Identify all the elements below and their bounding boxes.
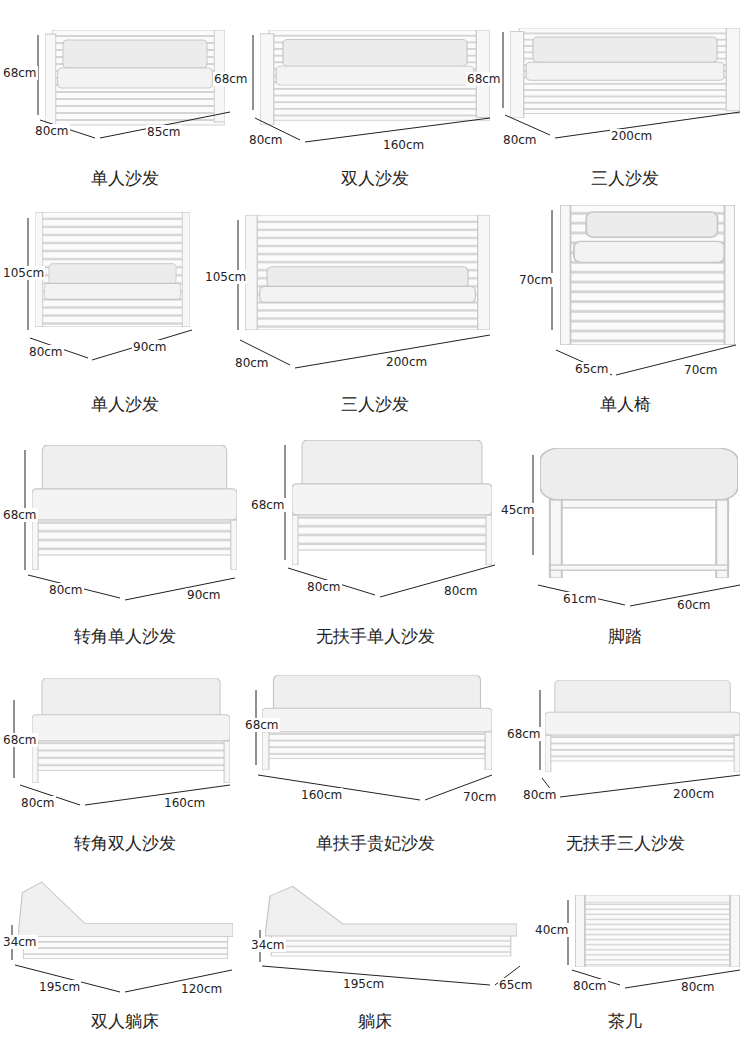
high-triple-sofa — [245, 215, 490, 330]
product-name: 躺床 — [358, 1010, 392, 1032]
chaise-sofa — [262, 675, 492, 770]
dimension-label: 68cm — [213, 72, 249, 86]
corner-sofa — [32, 445, 237, 570]
double-lounger — [18, 882, 233, 959]
dimension-label: 34cm — [2, 935, 38, 949]
dimension-label: 68cm — [250, 498, 286, 512]
dimension-label: 68cm — [466, 72, 502, 86]
high-single-sofa — [35, 212, 190, 327]
dimension-label: 80cm — [234, 356, 270, 370]
dimension-label: 80cm — [20, 796, 56, 810]
dimension-label: 68cm — [506, 727, 542, 741]
single-sofa — [45, 30, 225, 130]
armchair — [560, 205, 735, 345]
product-name: 双人躺床 — [91, 1010, 159, 1032]
product-name: 双人沙发 — [341, 167, 409, 189]
dimension-label: 160cm — [163, 796, 206, 810]
dimension-label: 68cm — [244, 718, 280, 732]
armless-triple-sofa — [545, 680, 740, 772]
product-name: 三人沙发 — [591, 167, 659, 189]
product-name: 单人沙发 — [91, 393, 159, 415]
lounger — [265, 886, 517, 956]
dimension-lines — [12, 32, 740, 992]
dimension-label: 45cm — [500, 503, 536, 517]
product-name: 无扶手单人沙发 — [316, 625, 435, 647]
dimension-label: 80cm — [680, 980, 716, 994]
dimension-label: 34cm — [250, 938, 286, 952]
dimension-label: 160cm — [300, 788, 343, 802]
dimension-label: 120cm — [180, 982, 223, 996]
product-name: 三人沙发 — [341, 393, 409, 415]
dimension-label: 80cm — [572, 979, 608, 993]
ottoman — [540, 448, 738, 578]
product-name: 茶几 — [608, 1010, 642, 1032]
dimension-label: 200cm — [672, 787, 715, 801]
dimension-label: 105cm — [204, 270, 247, 284]
dimension-label: 80cm — [443, 584, 479, 598]
dimension-label: 40cm — [534, 923, 570, 937]
dimension-label: 68cm — [2, 733, 38, 747]
coffee-table — [575, 895, 740, 967]
dimension-label: 60cm — [676, 598, 712, 612]
product-name: 转角双人沙发 — [74, 832, 176, 854]
product-name: 无扶手三人沙发 — [566, 832, 685, 854]
triple-sofa — [510, 28, 740, 118]
corner-double-sofa — [32, 678, 230, 783]
dimension-label: 65cm — [498, 978, 534, 992]
double-sofa — [260, 30, 490, 125]
product-name: 脚踏 — [608, 625, 642, 647]
product-name: 转角单人沙发 — [74, 625, 176, 647]
dimension-label: 105cm — [2, 266, 45, 280]
product-name: 单扶手贵妃沙发 — [316, 832, 435, 854]
dimension-label: 65cm — [574, 362, 610, 376]
dimension-label: 85cm — [146, 125, 182, 139]
product-name: 单人椅 — [600, 393, 651, 415]
dimension-label: 80cm — [502, 133, 538, 147]
dimension-label: 200cm — [385, 355, 428, 369]
dimension-label: 70cm — [462, 790, 498, 804]
dimension-label: 70cm — [518, 273, 554, 287]
dimension-label: 80cm — [34, 124, 70, 138]
dimension-label: 68cm — [2, 508, 38, 522]
dimension-label: 90cm — [186, 588, 222, 602]
dimension-label: 90cm — [132, 340, 168, 354]
dimension-label: 200cm — [610, 129, 653, 143]
product-name: 单人沙发 — [91, 167, 159, 189]
dimension-label: 70cm — [683, 363, 719, 377]
dimension-label: 68cm — [2, 66, 38, 80]
dimension-label: 61cm — [562, 592, 598, 606]
dimension-label: 160cm — [382, 138, 425, 152]
dimension-label: 80cm — [306, 580, 342, 594]
dimension-label: 80cm — [48, 583, 84, 597]
dimension-label: 195cm — [342, 977, 385, 991]
dimension-label: 80cm — [28, 345, 64, 359]
armless-sofa — [292, 440, 492, 565]
dimension-label: 80cm — [248, 133, 284, 147]
dimension-label: 195cm — [38, 980, 81, 994]
dimension-label: 80cm — [522, 788, 558, 802]
